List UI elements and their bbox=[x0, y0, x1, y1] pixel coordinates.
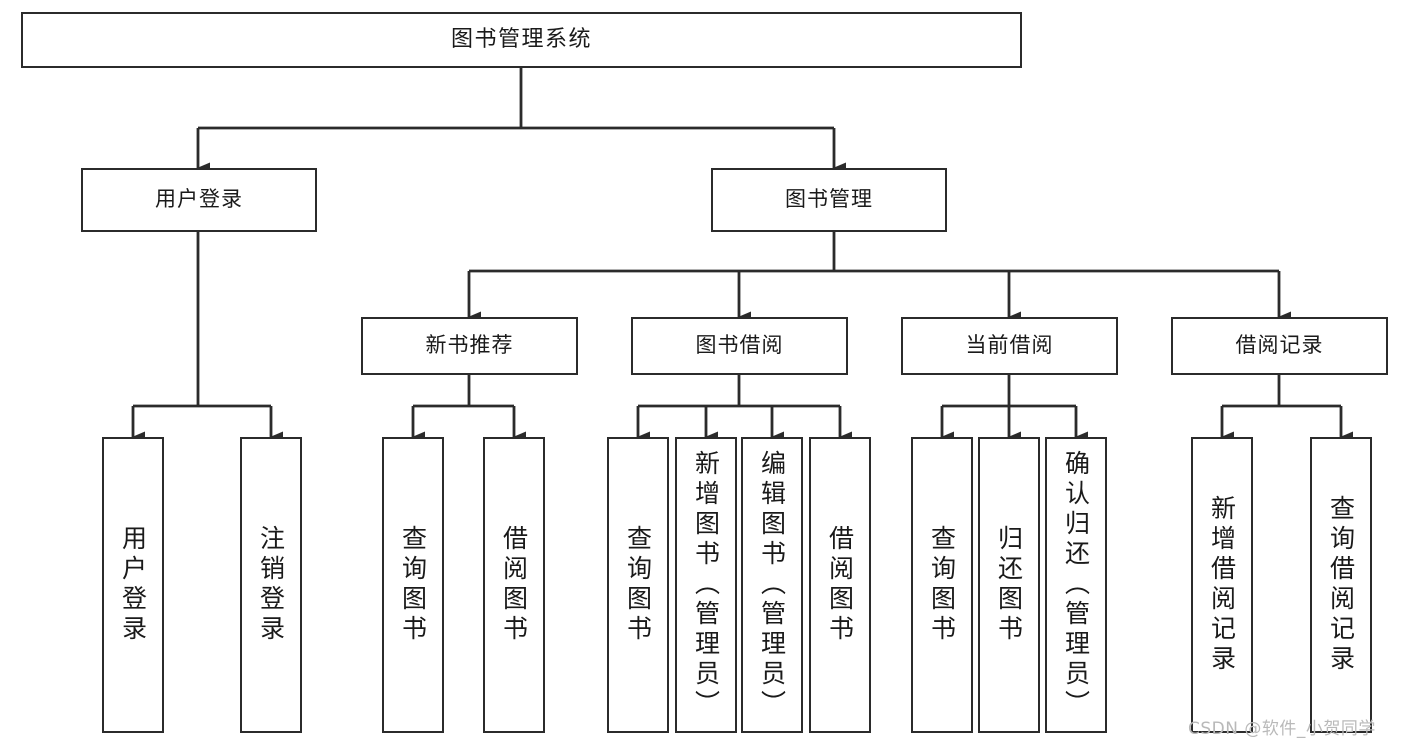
leaf-borrow-book-2[interactable]: 借阅图书 bbox=[809, 437, 871, 733]
node-label: 图书管理系统 bbox=[450, 26, 592, 52]
csdn-watermark: CSDN @软件_小贺同学 bbox=[1188, 719, 1376, 739]
leaf-query-book-1[interactable]: 查询图书 bbox=[382, 437, 444, 733]
node-label: 查询图书 bbox=[623, 525, 653, 645]
node-label: 新增图书（管理员） bbox=[691, 450, 721, 720]
leaf-return-book[interactable]: 归还图书 bbox=[978, 437, 1040, 733]
node-label: 借阅图书 bbox=[499, 525, 529, 645]
leaf-borrow-book-1[interactable]: 借阅图书 bbox=[483, 437, 545, 733]
node-label: 用户登录 bbox=[118, 525, 148, 645]
node-book-borrow[interactable]: 图书借阅 bbox=[631, 317, 848, 375]
node-label: 归还图书 bbox=[994, 525, 1024, 645]
leaf-query-book-2[interactable]: 查询图书 bbox=[607, 437, 669, 733]
leaf-user-login[interactable]: 用户登录 bbox=[102, 437, 164, 733]
node-new-book-recommend[interactable]: 新书推荐 bbox=[361, 317, 578, 375]
node-label: 图书借阅 bbox=[695, 333, 784, 358]
leaf-logout-login[interactable]: 注销登录 bbox=[240, 437, 302, 733]
node-borrow-record[interactable]: 借阅记录 bbox=[1171, 317, 1388, 375]
node-book-manage[interactable]: 图书管理 bbox=[711, 168, 947, 232]
leaf-add-book[interactable]: 新增图书（管理员） bbox=[675, 437, 737, 733]
node-label: 用户登录 bbox=[155, 187, 243, 212]
leaf-query-book-3[interactable]: 查询图书 bbox=[911, 437, 973, 733]
leaf-edit-book[interactable]: 编辑图书（管理员） bbox=[741, 437, 803, 733]
node-root[interactable]: 图书管理系统 bbox=[21, 12, 1022, 68]
node-label: 当前借阅 bbox=[965, 333, 1054, 358]
node-label: 确认归还（管理员） bbox=[1061, 450, 1091, 720]
node-user-login[interactable]: 用户登录 bbox=[81, 168, 317, 232]
leaf-query-record[interactable]: 查询借阅记录 bbox=[1310, 437, 1372, 733]
node-label: 查询借阅记录 bbox=[1326, 495, 1356, 675]
node-label: 注销登录 bbox=[256, 525, 286, 645]
node-label: 借阅记录 bbox=[1235, 333, 1324, 358]
node-label: 新书推荐 bbox=[425, 333, 514, 358]
node-label: 借阅图书 bbox=[825, 525, 855, 645]
node-current-borrow[interactable]: 当前借阅 bbox=[901, 317, 1118, 375]
leaf-confirm-return[interactable]: 确认归还（管理员） bbox=[1045, 437, 1107, 733]
leaf-add-record[interactable]: 新增借阅记录 bbox=[1191, 437, 1253, 733]
node-label: 查询图书 bbox=[927, 525, 957, 645]
node-label: 查询图书 bbox=[398, 525, 428, 645]
node-label: 图书管理 bbox=[785, 187, 873, 212]
node-label: 编辑图书（管理员） bbox=[757, 450, 787, 720]
node-label: 新增借阅记录 bbox=[1207, 495, 1237, 675]
